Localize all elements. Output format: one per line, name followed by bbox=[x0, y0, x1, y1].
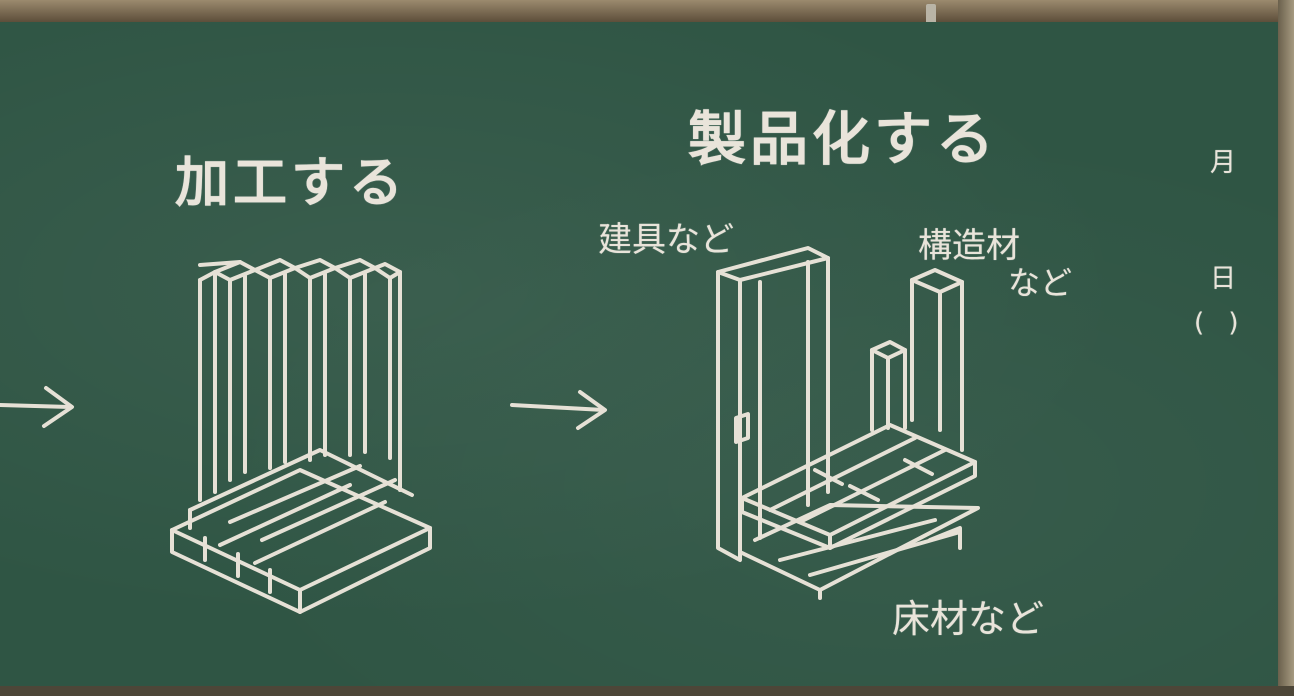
arrow-right-icon bbox=[0, 386, 74, 428]
heading-product: 製品化する bbox=[688, 105, 999, 173]
label-fittings: 建具など bbox=[598, 220, 734, 260]
lumber-stack-icon bbox=[170, 258, 432, 614]
label-structural: 構造材 bbox=[918, 226, 1020, 266]
post-icon bbox=[870, 268, 964, 452]
board-frame-top bbox=[0, 0, 1294, 22]
label-flooring: 床材など bbox=[892, 597, 1045, 641]
door-icon bbox=[716, 246, 830, 562]
heading-process: 加工する bbox=[175, 151, 407, 214]
date-day-label: 日 bbox=[1210, 264, 1237, 294]
label-structural-etc: など bbox=[1008, 264, 1073, 302]
date-month-label: 月 bbox=[1210, 148, 1237, 178]
date-weekday-parens: ( ) bbox=[1194, 308, 1247, 338]
arrow-right-icon bbox=[510, 390, 607, 430]
board-frame-bottom bbox=[0, 686, 1294, 696]
board-frame-right bbox=[1278, 0, 1294, 696]
floorboards-icon bbox=[738, 423, 980, 600]
